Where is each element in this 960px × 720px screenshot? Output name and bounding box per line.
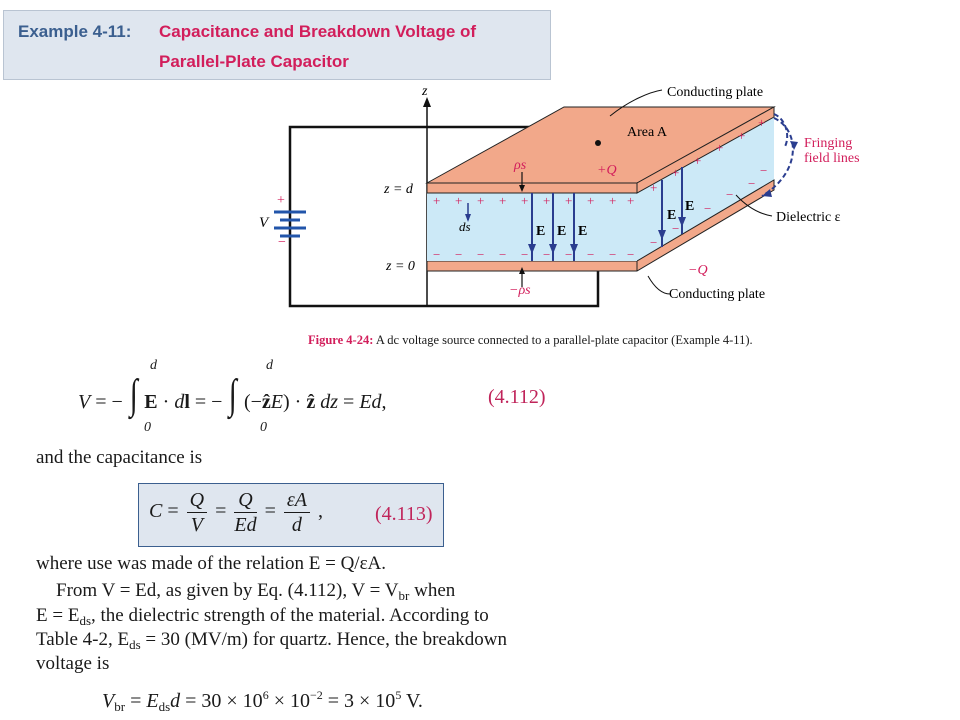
- svg-text:−: −: [748, 176, 755, 191]
- equation-4-112: d 0 d 0 V = − ∫ E · dl = − ∫ (−ẑE) · ẑ d…: [70, 358, 570, 438]
- fringing-label-line1: Fringing: [804, 136, 852, 151]
- svg-text:−: −: [565, 247, 572, 262]
- example-title-line2: Parallel-Plate Capacitor: [159, 52, 349, 71]
- svg-text:+: +: [672, 165, 679, 180]
- svg-text:+: +: [455, 193, 462, 208]
- svg-text:−: −: [704, 201, 711, 216]
- dielectric-label: Dielectric ε: [776, 210, 841, 225]
- ds-label: ds: [459, 219, 471, 234]
- svg-text:−: −: [672, 221, 679, 236]
- integral-2-lower: 0: [260, 420, 267, 435]
- z-axis-label: z: [421, 84, 428, 99]
- e-field-label-1: E: [536, 224, 545, 239]
- fringing-label-line2: field lines: [804, 151, 860, 166]
- plus-q-label: +Q: [597, 163, 617, 178]
- svg-text:+: +: [627, 193, 634, 208]
- example-title-line1: Capacitance and Breakdown Voltage of: [159, 22, 477, 41]
- svg-text:+: +: [587, 193, 594, 208]
- svg-text:−: −: [455, 247, 462, 262]
- e-field-label-5: E: [685, 199, 694, 214]
- rho-s-label: ρs: [513, 158, 527, 173]
- svg-text:+: +: [694, 153, 701, 168]
- equation-4-112-number: (4.112): [488, 386, 546, 408]
- svg-text:−: −: [760, 163, 767, 178]
- svg-text:+: +: [738, 128, 745, 143]
- equation-4-113-number: (4.113): [375, 503, 433, 525]
- paragraph-line-1-sub: br: [398, 588, 410, 603]
- relation-line: where use was made of the relation E = Q…: [36, 553, 387, 574]
- paragraph-line-1: From V = Ed, as given by Eq. (4.112), V …: [56, 580, 455, 604]
- svg-text:+: +: [716, 140, 723, 155]
- minus-q-label: −Q: [688, 263, 708, 278]
- svg-text:+: +: [758, 115, 765, 130]
- svg-text:+: +: [609, 193, 616, 208]
- svg-text:−: −: [627, 247, 634, 262]
- e-field-label-4: E: [667, 208, 676, 223]
- conducting-plate-top-label: Conducting plate: [667, 85, 763, 100]
- paragraph-line-3-start: Table 4-2, E: [36, 629, 130, 650]
- paragraph-line-2: E = Eds, the dielectric strength of the …: [36, 605, 489, 629]
- svg-text:−: −: [609, 247, 616, 262]
- integral-1-lower: 0: [144, 420, 151, 435]
- svg-text:−: −: [278, 235, 286, 250]
- svg-text:+: +: [543, 193, 550, 208]
- figure-caption: Figure 4-24: A dc voltage source connect…: [308, 333, 753, 348]
- svg-text:−: −: [433, 247, 440, 262]
- svg-text:+: +: [477, 193, 484, 208]
- svg-text:+: +: [277, 193, 285, 208]
- minus-rho-s-label: −ρs: [509, 283, 531, 298]
- paragraph-line-3-end: = 30 (MV/m) for quartz. Hence, the break…: [140, 629, 507, 650]
- breakdown-voltage-equation: Vbr = Edsd = 30 × 106 × 10−2 = 3 × 105 V…: [102, 688, 423, 714]
- figure-number: Figure 4-24:: [308, 333, 374, 347]
- area-label: Area A: [627, 125, 668, 140]
- paragraph-line-2-sub: ds: [79, 613, 91, 628]
- capacitor-figure: + − V z z = d z = 0 ++++ ++++ ++ −−−− −−…: [259, 84, 860, 308]
- capacitance-intro: and the capacitance is: [36, 447, 203, 468]
- paragraph-line-1-text: From V = Ed, as given by Eq. (4.112), V …: [56, 580, 399, 601]
- svg-text:−: −: [650, 235, 657, 250]
- paragraph-line-1-end: when: [409, 580, 456, 601]
- svg-text:−: −: [726, 187, 733, 202]
- svg-text:+: +: [521, 193, 528, 208]
- paragraph-line-2-start: E = E: [36, 605, 80, 626]
- svg-text:−: −: [499, 247, 506, 262]
- z-0-label: z = 0: [385, 259, 415, 274]
- z-d-label: z = d: [383, 182, 414, 197]
- e-field-label-3: E: [578, 224, 587, 239]
- svg-text:+: +: [565, 193, 572, 208]
- svg-text:+: +: [650, 180, 657, 195]
- paragraph-line-3: Table 4-2, Eds = 30 (MV/m) for quartz. H…: [36, 629, 507, 653]
- integral-1-upper: d: [150, 358, 157, 373]
- svg-text:+: +: [499, 193, 506, 208]
- figure-caption-text: A dc voltage source connected to a paral…: [373, 333, 753, 347]
- paragraph-line-2-end: , the dielectric strength of the materia…: [91, 605, 489, 626]
- svg-text:−: −: [543, 247, 550, 262]
- svg-text:−: −: [521, 247, 528, 262]
- paragraph-line-4: voltage is: [36, 653, 110, 674]
- conducting-plate-bottom-label: Conducting plate: [669, 287, 765, 302]
- voltage-label: V: [259, 215, 270, 231]
- integral-2-upper: d: [266, 358, 273, 373]
- svg-text:−: −: [587, 247, 594, 262]
- svg-text:−: −: [477, 247, 484, 262]
- paragraph-line-3-sub: ds: [129, 637, 141, 652]
- example-label: Example 4-11:: [18, 22, 132, 41]
- example-header: Example 4-11: Capacitance and Breakdown …: [3, 10, 551, 80]
- svg-text:+: +: [433, 193, 440, 208]
- equation-4-112-body: V = − ∫ E · dl = − ∫ (−ẑE) · ẑ dz = Ed,: [78, 372, 387, 418]
- e-field-label-2: E: [557, 224, 566, 239]
